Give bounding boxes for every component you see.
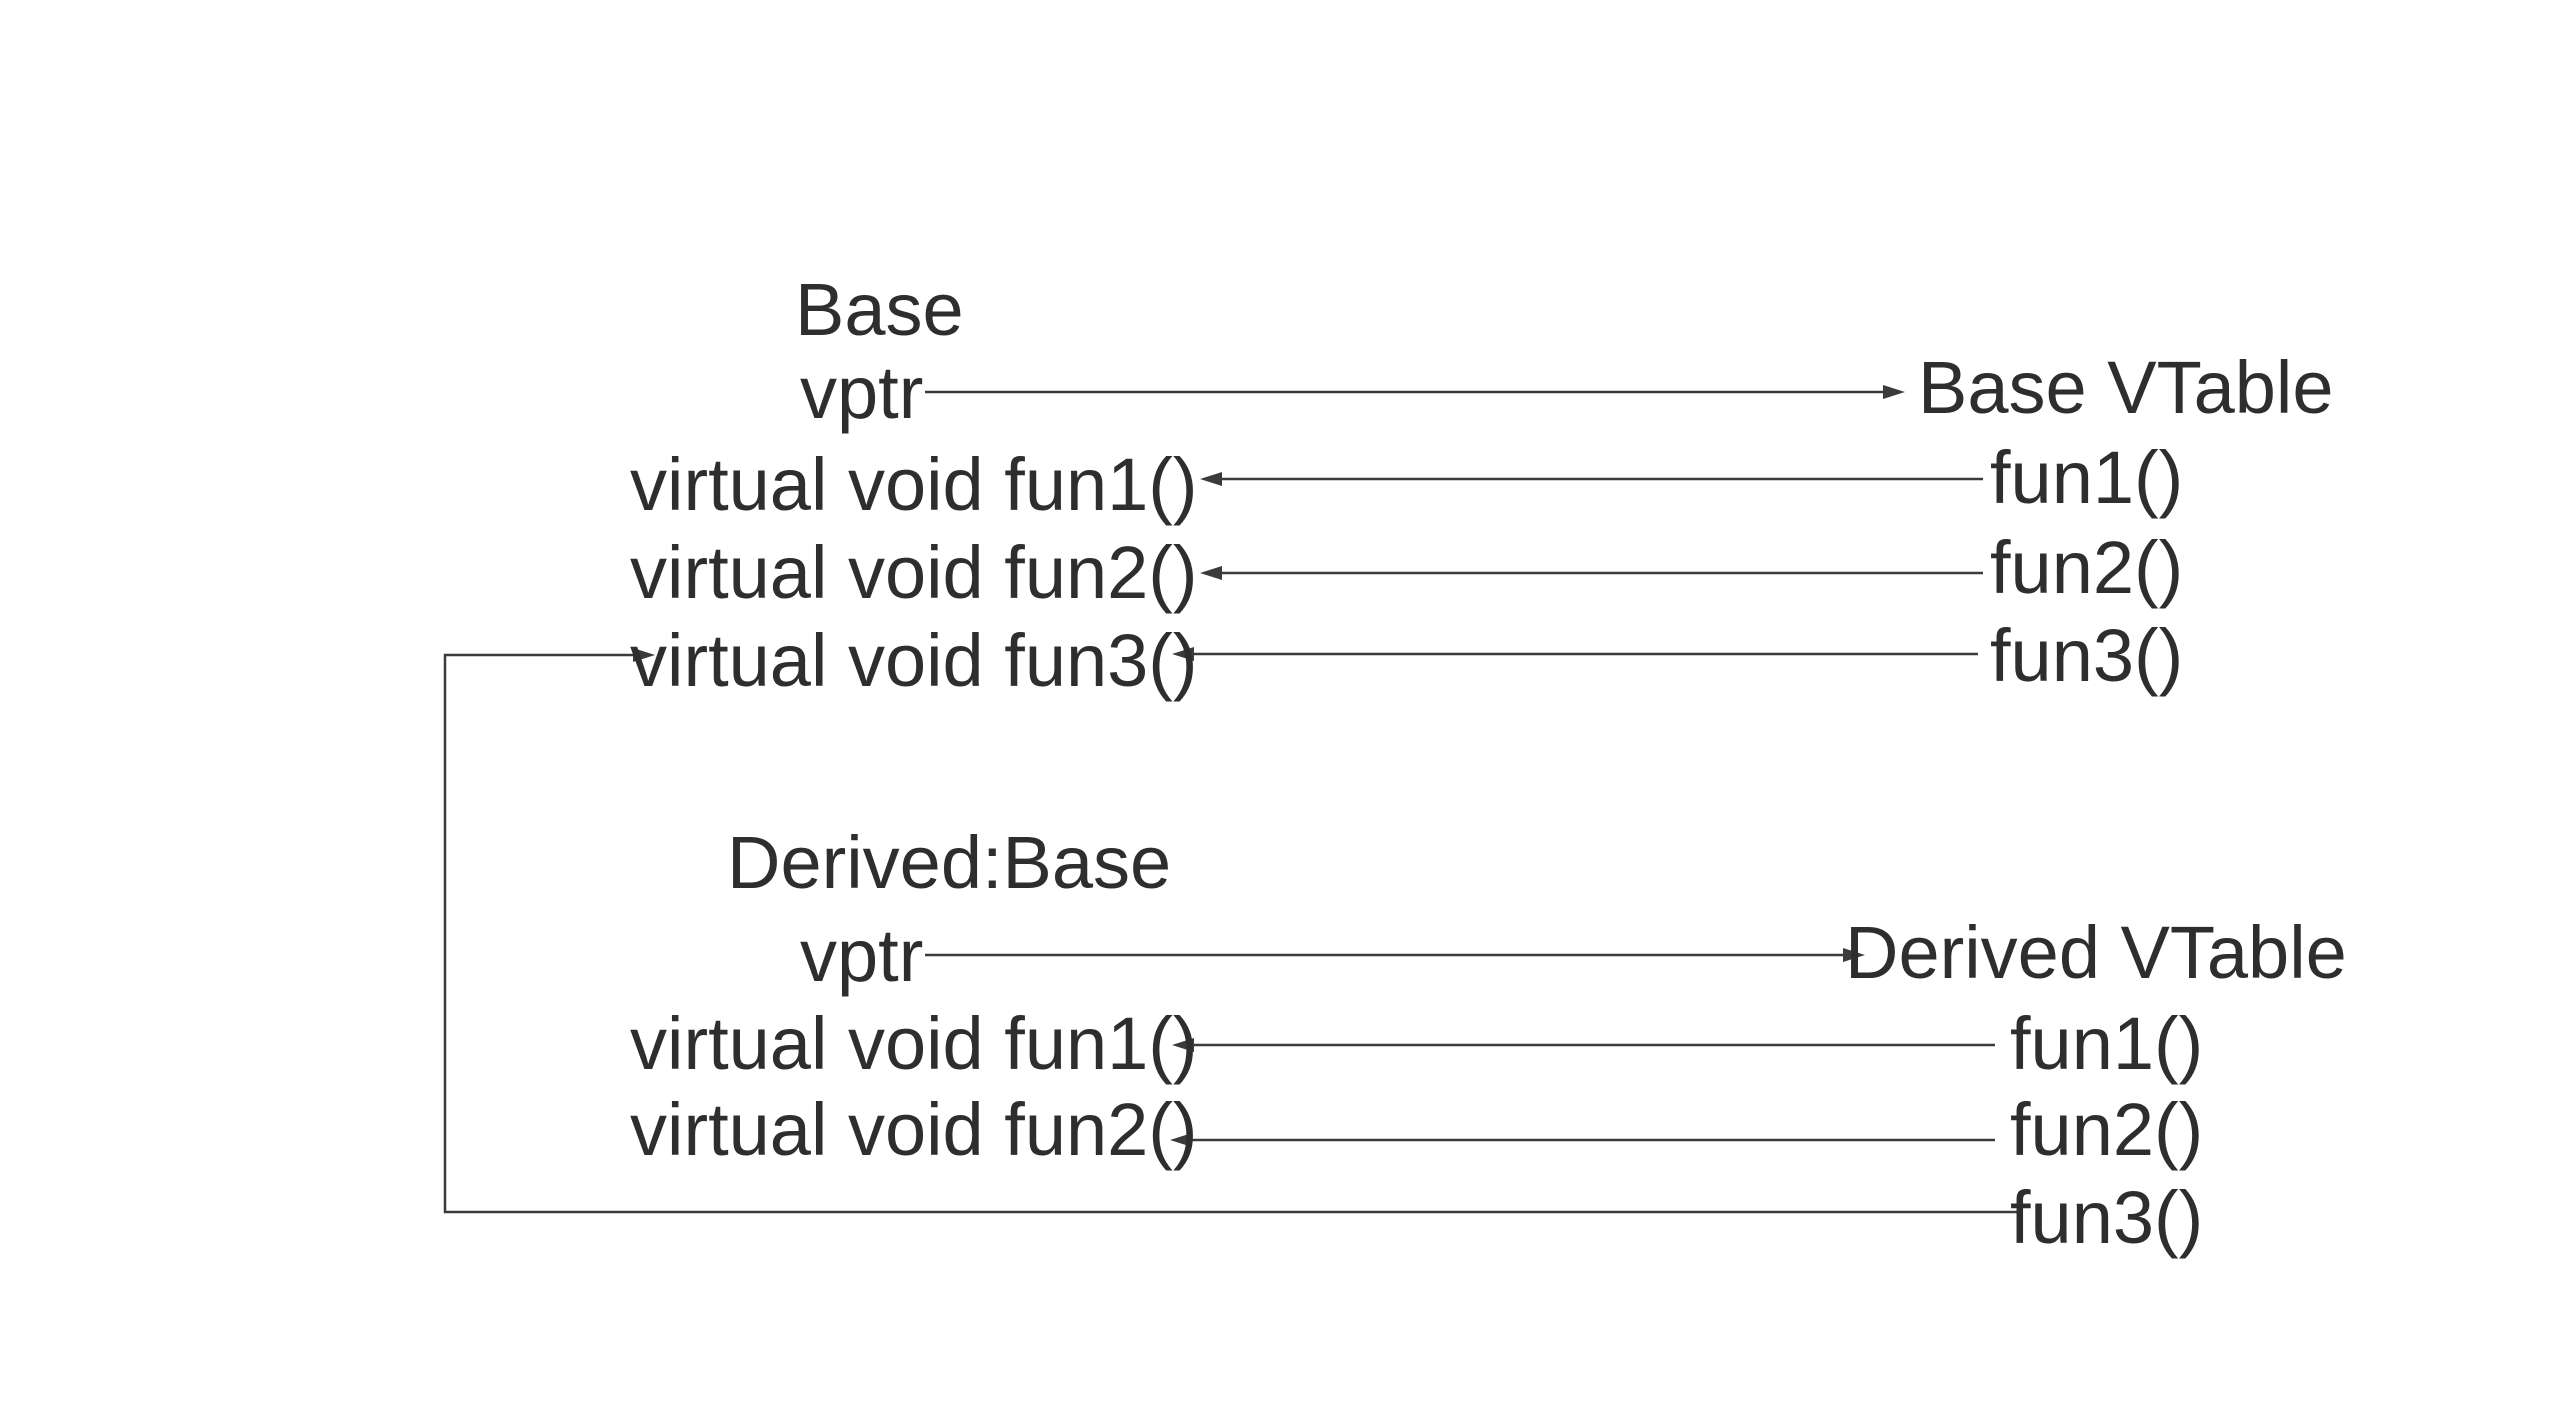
arrow-derived-vtable-fun3-to-base-fun3 [443,648,2020,1214]
derived-class-method-fun2: virtual void fun2() [630,1088,1198,1171]
base-vtable-entry-fun1: fun1() [1990,436,2184,519]
derived-class-method-fun1: virtual void fun1() [630,1002,1198,1085]
derived-vtable-entry-fun1: fun1() [2010,1002,2204,1085]
base-vtable-title: Base VTable [1918,346,2334,429]
arrow-derived-vtable-fun1-to-derived-fun1 [1172,1038,1995,1052]
derived-vtable-title: Derived VTable [1845,911,2347,994]
base-class-method-fun1: virtual void fun1() [630,443,1198,526]
arrow-base-vtable-fun2-to-base-fun2 [1200,566,1983,580]
base-class-method-fun2: virtual void fun2() [630,531,1198,614]
arrow-base-vptr-to-base-vtable [925,385,1905,399]
base-vtable-entry-fun2: fun2() [1990,526,2184,609]
base-vtable-entry-fun3: fun3() [1990,614,2184,697]
derived-class-title: Derived:Base [727,821,1172,904]
base-class-title: Base [795,268,964,351]
arrow-base-vtable-fun3-to-base-fun3 [1172,647,1978,661]
derived-vtable-entry-fun2: fun2() [2010,1088,2204,1171]
derived-vtable-entry-fun3: fun3() [2010,1176,2204,1259]
arrow-base-vtable-fun1-to-base-fun1 [1200,472,1983,486]
derived-class-vptr: vptr [800,914,924,997]
arrow-derived-vptr-to-derived-vtable [925,948,1865,962]
base-class-method-fun3: virtual void fun3() [630,619,1198,702]
arrow-derived-vtable-fun2-to-derived-fun2 [1170,1133,1995,1147]
base-class-vptr: vptr [800,351,924,434]
